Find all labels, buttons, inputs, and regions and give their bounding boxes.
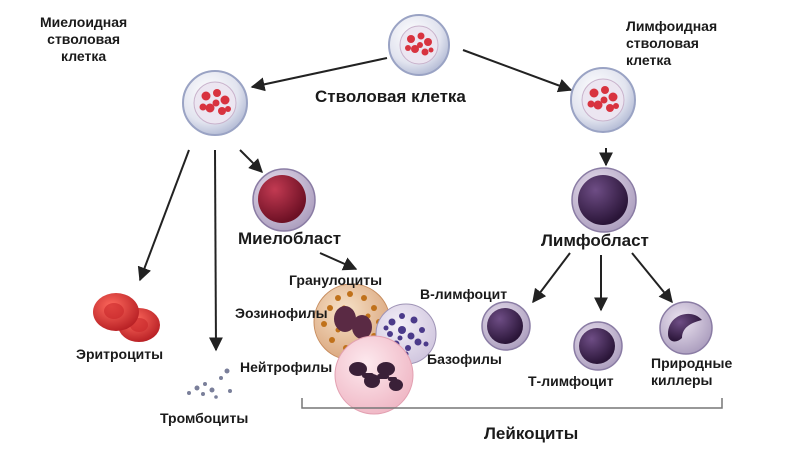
- natural-killer-cell: [659, 301, 713, 355]
- t-lymphocyte-label: Т-лимфоцит: [528, 373, 614, 389]
- myeloid-stem-cell-label: Миелоидная стволовая клетка: [40, 14, 128, 64]
- arrow-myeloid-to-erythrocytes: [137, 149, 190, 282]
- arrow-stem-to-myeloid: [250, 57, 388, 92]
- erythrocytes-label: Эритроциты: [76, 346, 164, 362]
- natural-killers-label: Природные киллеры: [651, 355, 733, 388]
- arrow-stem-to-lymphoid: [462, 49, 573, 93]
- leukocytes-label: Лейкоциты: [484, 424, 579, 443]
- leukocytes-bracket: [301, 398, 723, 409]
- arrow-lymphoblast-to-killers: [631, 252, 673, 304]
- arrows: [137, 49, 673, 352]
- arrow-myeloblast-to-granulocytes: [319, 252, 358, 271]
- granulocytes-label: Гранулоциты: [289, 272, 383, 288]
- eosinophils-label: Эозинофилы: [235, 305, 328, 321]
- neutrophils-label: Нейтрофилы: [240, 359, 333, 375]
- t-lymphocyte-cell: [573, 321, 623, 371]
- b-lymphocyte-label: В-лимфоцит: [420, 286, 508, 302]
- neutrophil-cell: [334, 335, 414, 415]
- basophils-label: Базофилы: [427, 351, 502, 367]
- myeloid-stem-cell: [182, 70, 248, 136]
- lymphoblast-label: Лимфобласт: [541, 231, 649, 250]
- thrombocytes-cells: [187, 368, 232, 399]
- stem-cell: [388, 14, 450, 76]
- myeloblast-cell: [252, 168, 316, 232]
- arrow-myeloid-to-myeloblast: [239, 149, 263, 173]
- thrombocytes-label: Тромбоциты: [160, 410, 249, 426]
- lymphoblast-cell: [571, 167, 637, 233]
- b-lymphocyte-cell: [481, 301, 531, 351]
- erythrocytes-cells: [93, 293, 160, 342]
- arrow-myeloid-to-thrombocytes: [208, 149, 223, 352]
- lymphoid-stem-cell: [570, 67, 636, 133]
- arrow-lymphoblast-to-b-lymphocyte: [532, 252, 571, 304]
- stem-cell-label: Стволовая клетка: [315, 87, 466, 106]
- myeloblast-label: Миелобласт: [238, 229, 342, 248]
- lymphoid-stem-cell-label: Лимфоидная стволовая клетка: [626, 18, 718, 68]
